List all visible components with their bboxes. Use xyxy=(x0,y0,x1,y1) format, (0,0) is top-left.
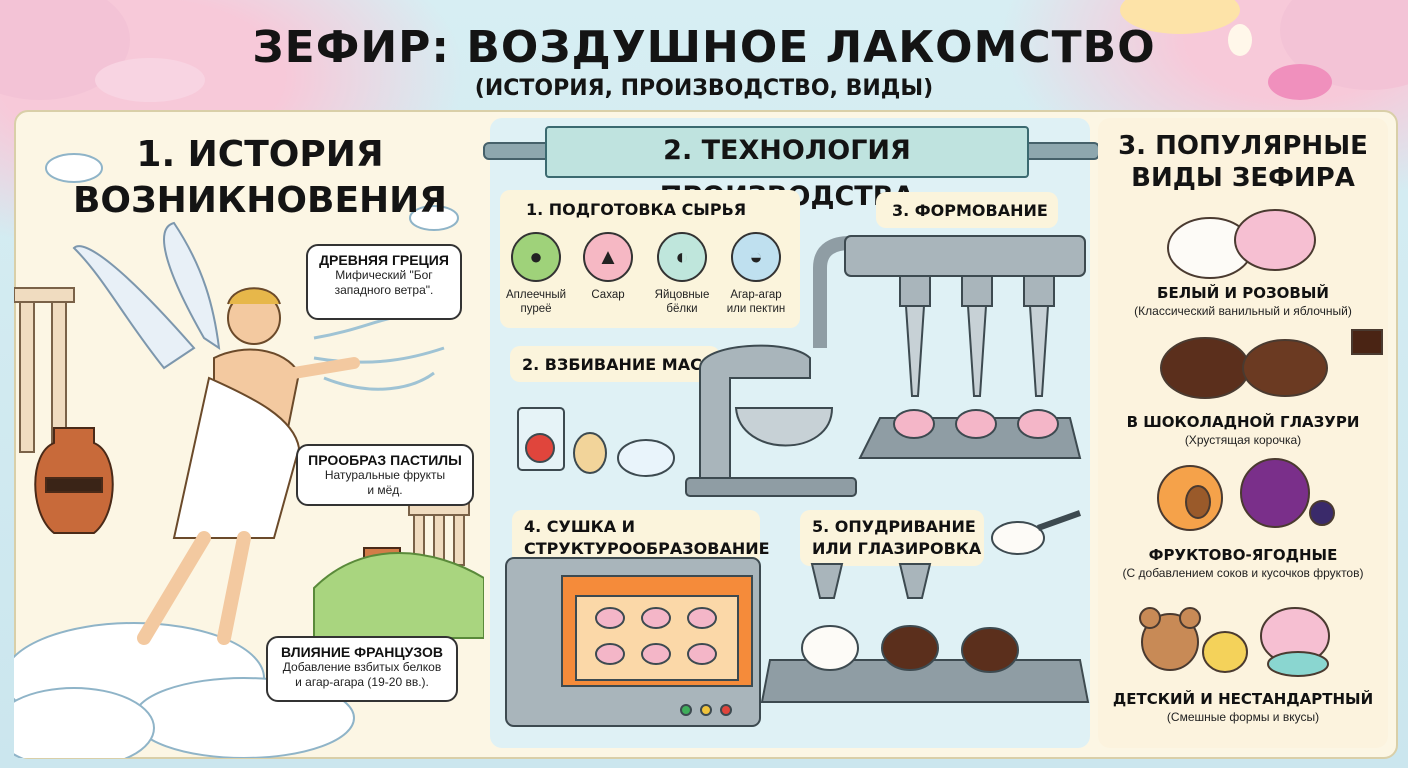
callout-text-line1: Мифический "Бог xyxy=(335,268,433,282)
page-title: ЗЕФИР: ВОЗДУШНОЕ ЛАКОМСТВО xyxy=(252,22,1156,73)
ingredient-apple-puree: ● Аплеечный пуреё xyxy=(498,232,574,316)
variety-title: ФРУКТОВО-ЯГОДНЫЕ xyxy=(1148,546,1338,564)
step-dry-title-line1: 4. СУШКА И xyxy=(524,517,636,536)
step-form-card xyxy=(876,192,1058,228)
callout-text-line2: и мёд. xyxy=(367,483,403,497)
varieties-illustration xyxy=(1139,209,1383,677)
step-coat-title: 5. ОПУДРИВАНИЕ ИЛИ ГЛАЗИРОВКА xyxy=(812,516,981,560)
callout-title: ПРООБРАЗ ПАСТИЛЫ xyxy=(308,452,462,468)
ingredient-label-line1: Агар-агар xyxy=(730,289,782,301)
ingredient-sugar: ▲ Сахар xyxy=(570,232,646,302)
varieties-title-line1: 3. ПОПУЛЯРНЫЕ xyxy=(1118,131,1368,161)
page-subtitle: (ИСТОРИЯ, ПРОИЗВОДСТВО, ВИДЫ) xyxy=(474,76,934,101)
varieties-title-line2: ВИДЫ ЗЕФИРА xyxy=(1131,163,1355,193)
step-dry-title: 4. СУШКА И СТРУКТУРООБРАЗОВАНИЕ xyxy=(524,516,770,560)
ingredient-label-line2: пуреё xyxy=(520,303,552,315)
step-dry-title-line2: СТРУКТУРООБРАЗОВАНИЕ xyxy=(524,539,770,558)
history-title-line2: ВОЗНИКНОВЕНИЯ xyxy=(72,180,448,221)
ingredient-agar: ◒ Агар-агар или пектин xyxy=(718,232,794,316)
variety-desc: (Хрустящая корочка) xyxy=(1184,433,1302,447)
agar-icon: ◒ xyxy=(731,232,781,282)
step-dry-card xyxy=(512,510,760,566)
sugar-icon: ▲ xyxy=(583,232,633,282)
history-title: 1. ИСТОРИЯ ВОЗНИКНОВЕНИЯ xyxy=(60,132,460,224)
variety-desc: (Смешные формы и вкусы) xyxy=(1166,710,1320,724)
ingredient-label-line1: Сахар xyxy=(591,289,625,301)
callout-title: ВЛИЯНИЕ ФРАНЦУЗОВ xyxy=(281,644,443,660)
step-coat-card xyxy=(800,510,984,566)
step-coat-title-line2: ИЛИ ГЛАЗИРОВКА xyxy=(812,539,982,558)
callout-french-influence: ВЛИЯНИЕ ФРАНЦУЗОВ Добавление взбитых бел… xyxy=(266,636,458,702)
production-illustration xyxy=(505,235,1090,727)
ingredient-label-line2: бёлки xyxy=(666,303,698,315)
callout-text-line1: Добавление взбитых белков xyxy=(282,660,442,674)
callout-ancient-greece: ДРЕВНЯЯ ГРЕЦИЯ Мифический "Бог западного… xyxy=(306,244,462,320)
callout-pastila-prototype: ПРООБРАЗ ПАСТИЛЫ Натуральные фрукты и мё… xyxy=(296,444,474,506)
step-coat-title-line1: 5. ОПУДРИВАНИЕ xyxy=(812,517,976,536)
step-prep-title: 1. ПОДГОТОВКА СЫРЬЯ xyxy=(526,200,747,219)
variety-desc: (Классический ванильный и яблочный) xyxy=(1134,304,1352,318)
step-whip-card xyxy=(510,346,720,382)
varieties-title: 3. ПОПУЛЯРНЫЕ ВИДЫ ЗЕФИРА xyxy=(1108,130,1378,194)
variety-desc: (С добавлением соков и кусочков фруктов) xyxy=(1122,566,1364,580)
variety-title: ДЕТСКИЙ И НЕСТАНДАРТНЫЙ xyxy=(1112,690,1374,708)
ingredient-label-line1: Аплеечный xyxy=(505,289,567,301)
variety-title: БЕЛЫЙ И РОЗОВЫЙ xyxy=(1157,284,1329,302)
step-whip-title: 2. ВЗБИВАНИЕ МАССЫ xyxy=(522,355,731,374)
callout-text-line1: Натуральные фрукты xyxy=(324,468,446,482)
egg-icon: ◐ xyxy=(657,232,707,282)
callout-text-line2: западного ветра". xyxy=(334,283,434,297)
decor-clouds xyxy=(0,0,1408,102)
step-form-title: 3. ФОРМОВАНИЕ xyxy=(892,201,1048,220)
callout-text-line2: и агар-агара (19-20 вв.). xyxy=(295,675,429,689)
ingredient-label-line1: Яйцовные xyxy=(654,289,710,301)
callout-title: ДРЕВНЯЯ ГРЕЦИЯ xyxy=(319,252,449,268)
history-title-line1: 1. ИСТОРИЯ xyxy=(136,134,384,175)
history-illustration xyxy=(14,153,484,758)
variety-title: В ШОКОЛАДНОЙ ГЛАЗУРИ xyxy=(1126,413,1360,431)
apple-icon: ● xyxy=(511,232,561,282)
ingredient-label-line2: или пектин xyxy=(726,303,786,315)
ingredient-egg-whites: ◐ Яйцовные бёлки xyxy=(644,232,720,316)
